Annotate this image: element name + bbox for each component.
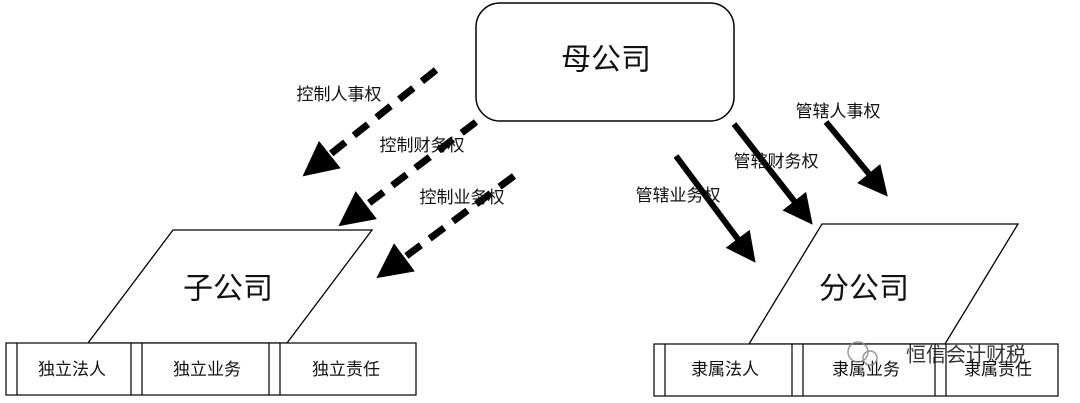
branch-attribute-row: 隶属法人 隶属业务 隶属责任 xyxy=(653,343,1059,397)
arrow-labels: 控制人事权 控制财务权 控制业务权 管辖人事权 管辖财务权 管辖业务权 xyxy=(297,85,881,208)
manage-business-arrow xyxy=(673,154,756,263)
subsidiary-attribute-label: 独立业务 xyxy=(173,360,241,380)
subsidiary-attribute-label: 独立责任 xyxy=(312,360,380,380)
branch-attribute-frame xyxy=(653,343,1059,397)
watermark: 恒信会计财税 xyxy=(847,341,1026,367)
subsidiary-attribute-frame xyxy=(5,342,417,396)
branch-attribute-label: 隶属责任 xyxy=(964,360,1032,380)
manage-finance-arrow xyxy=(731,122,813,225)
branch-node: 分公司 xyxy=(747,223,1020,345)
branch-attribute-label: 隶属业务 xyxy=(832,360,900,380)
control-business-label: 控制业务权 xyxy=(420,188,505,208)
parent-company-label: 母公司 xyxy=(561,43,651,78)
control-personnel-label: 控制人事权 xyxy=(297,85,382,105)
subsidiary-attribute-row: 独立法人 独立业务 独立责任 xyxy=(5,342,417,396)
manage-finance-label: 管辖财务权 xyxy=(734,152,819,172)
subsidiary-label: 子公司 xyxy=(183,272,273,307)
manage-personnel-arrow xyxy=(823,120,888,197)
watermark-logo-icon xyxy=(862,350,878,366)
control-finance-label: 控制财务权 xyxy=(380,136,465,156)
watermark-text: 恒信会计财税 xyxy=(906,343,1026,367)
manage-arrows xyxy=(673,120,888,263)
branch-label: 分公司 xyxy=(819,272,909,307)
parent-company-node: 母公司 xyxy=(475,2,735,122)
manage-personnel-label: 管辖人事权 xyxy=(796,102,881,122)
parent-company-box xyxy=(475,2,735,122)
subsidiary-node: 子公司 xyxy=(86,229,374,344)
branch-attribute-label: 隶属法人 xyxy=(691,360,759,380)
subsidiary-attribute-label: 独立法人 xyxy=(38,360,106,380)
manage-business-label: 管辖业务权 xyxy=(636,186,721,206)
